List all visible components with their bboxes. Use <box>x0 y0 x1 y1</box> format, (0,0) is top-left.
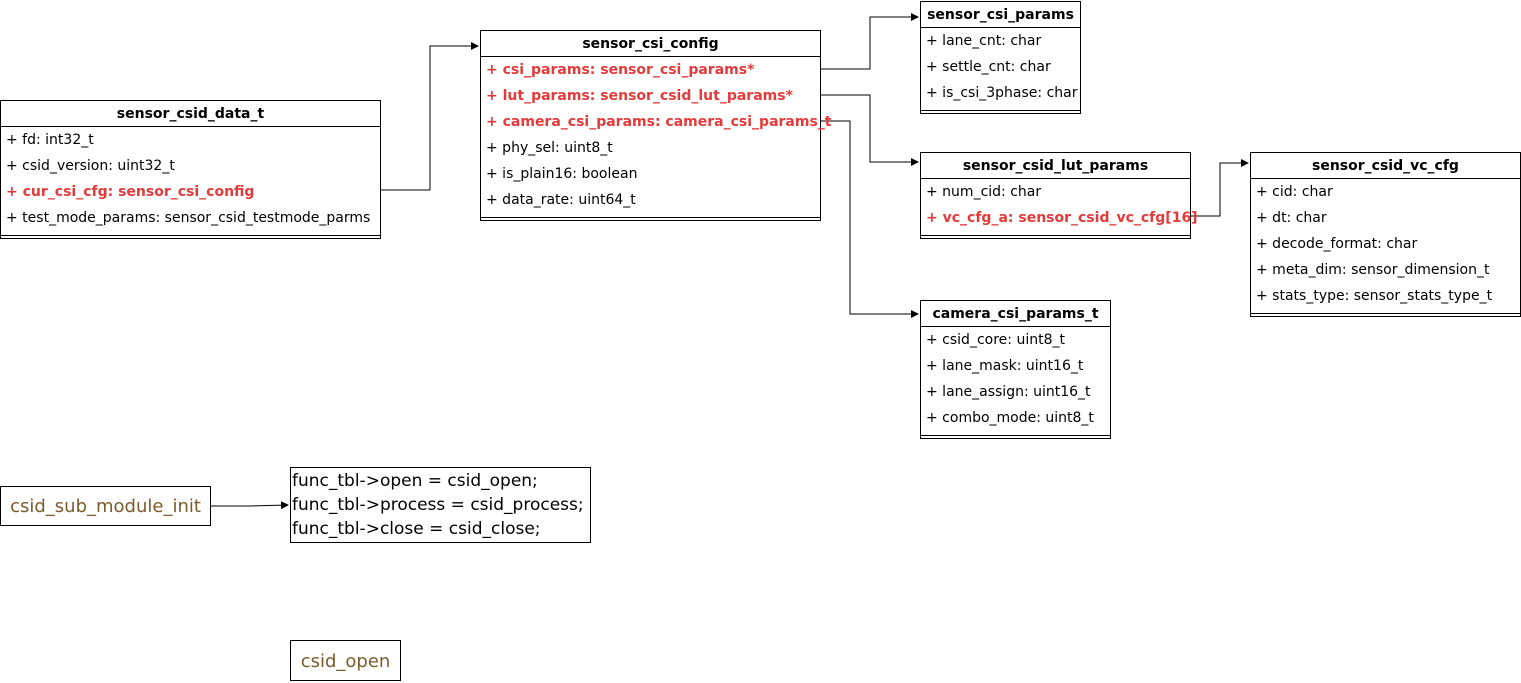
class-sensor-csid-data-t[interactable]: sensor_csid_data_t + fd: int32_t + csid_… <box>0 100 381 239</box>
class-divider <box>1 235 380 240</box>
class-divider <box>921 110 1080 115</box>
class-divider <box>1251 313 1520 318</box>
field-stats-type: + stats_type: sensor_stats_type_t <box>1256 288 1493 304</box>
edge-lut-to-vc-cfg <box>1191 159 1249 217</box>
field-camera-csi-params: + camera_csi_params: camera_csi_params_t <box>486 114 832 130</box>
field-cur-csi-cfg: + cur_csi_cfg: sensor_csi_config <box>6 184 255 200</box>
code-line-process: func_tbl->process = csid_process; <box>292 495 584 515</box>
code-line-close: func_tbl->close = csid_close; <box>292 519 541 539</box>
class-title: sensor_csi_config <box>481 31 820 57</box>
field-test-mode-params: + test_mode_params: sensor_csid_testmode… <box>6 210 371 226</box>
field-data-rate: + data_rate: uint64_t <box>486 192 636 208</box>
field-settle-cnt: + settle_cnt: char <box>926 59 1051 75</box>
field-combo-mode: + combo_mode: uint8_t <box>926 410 1094 426</box>
field-is-csi-3phase: + is_csi_3phase: char <box>926 85 1078 101</box>
class-camera-csi-params-t[interactable]: camera_csi_params_t + csid_core: uint8_t… <box>920 300 1111 439</box>
field-is-plain16: + is_plain16: boolean <box>486 166 638 182</box>
field-csi-params: + csi_params: sensor_csi_params* <box>486 62 755 78</box>
class-sensor-csid-vc-cfg[interactable]: sensor_csid_vc_cfg + cid: char + dt: cha… <box>1250 152 1521 317</box>
class-sensor-csi-config[interactable]: sensor_csi_config + csi_params: sensor_c… <box>480 30 832 222</box>
class-sensor-csid-lut-params[interactable]: sensor_csid_lut_params + num_cid: char +… <box>920 152 1198 240</box>
field-fd: + fd: int32_t <box>6 132 94 148</box>
edge-init-to-code <box>211 501 289 510</box>
field-phy-sel: + phy_sel: uint8_t <box>486 140 613 156</box>
field-csid-version: + csid_version: uint32_t <box>6 158 175 174</box>
edge-config-to-csi-params <box>821 13 919 70</box>
code-box-func-tbl[interactable]: func_tbl->open = csid_open; func_tbl->pr… <box>290 467 591 543</box>
field-lut-params: + lut_params: sensor_csid_lut_params* <box>486 88 793 104</box>
note-csid-open[interactable]: csid_open <box>290 640 401 681</box>
edge-config-to-camera-params <box>821 120 919 318</box>
field-num-cid: + num_cid: char <box>926 184 1042 200</box>
class-title: sensor_csid_lut_params <box>921 153 1190 179</box>
field-csid-core: + csid_core: uint8_t <box>926 332 1065 348</box>
class-divider <box>921 235 1190 240</box>
field-lane-mask: + lane_mask: uint16_t <box>926 358 1084 374</box>
note-label: csid_sub_module_init <box>10 496 201 517</box>
class-divider <box>481 217 820 222</box>
field-meta-dim: + meta_dim: sensor_dimension_t <box>1256 262 1490 278</box>
code-line-open: func_tbl->open = csid_open; <box>292 471 538 491</box>
field-decode-format: + decode_format: char <box>1256 236 1418 252</box>
field-lane-cnt: + lane_cnt: char <box>926 33 1042 49</box>
class-divider <box>921 435 1110 440</box>
edge-data-to-config <box>381 42 479 191</box>
class-title: sensor_csi_params <box>921 2 1080 28</box>
class-title: sensor_csid_vc_cfg <box>1251 153 1520 179</box>
field-cid: + cid: char <box>1256 184 1333 200</box>
edge-config-to-lut-params <box>821 94 919 166</box>
class-sensor-csi-params[interactable]: sensor_csi_params + lane_cnt: char + set… <box>920 1 1081 114</box>
field-lane-assign: + lane_assign: uint16_t <box>926 384 1091 400</box>
field-vc-cfg-a: + vc_cfg_a: sensor_csid_vc_cfg[16] <box>926 210 1198 226</box>
field-dt: + dt: char <box>1256 210 1327 226</box>
class-title: camera_csi_params_t <box>921 301 1110 327</box>
note-label: csid_open <box>300 651 391 672</box>
note-csid-sub-module-init[interactable]: csid_sub_module_init <box>0 486 211 526</box>
class-title: sensor_csid_data_t <box>1 101 380 127</box>
